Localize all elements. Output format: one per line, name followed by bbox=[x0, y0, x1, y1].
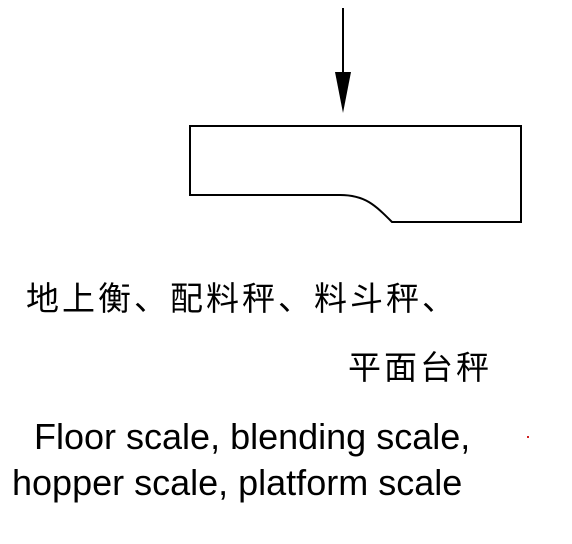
scale-platform-outline bbox=[189, 125, 522, 223]
caption-english-line1: Floor scale, blending scale, bbox=[34, 416, 471, 457]
caption-chinese-line2: 平面台秤 bbox=[348, 348, 492, 387]
load-arrow-head bbox=[335, 72, 351, 113]
stray-red-mark bbox=[527, 436, 529, 438]
scale-diagram bbox=[189, 8, 522, 223]
caption-english-line2: hopper scale, platform scale bbox=[12, 462, 463, 503]
caption-chinese-line1: 地上衡、配料秤、料斗秤、 bbox=[26, 279, 458, 318]
load-arrow bbox=[335, 8, 351, 113]
